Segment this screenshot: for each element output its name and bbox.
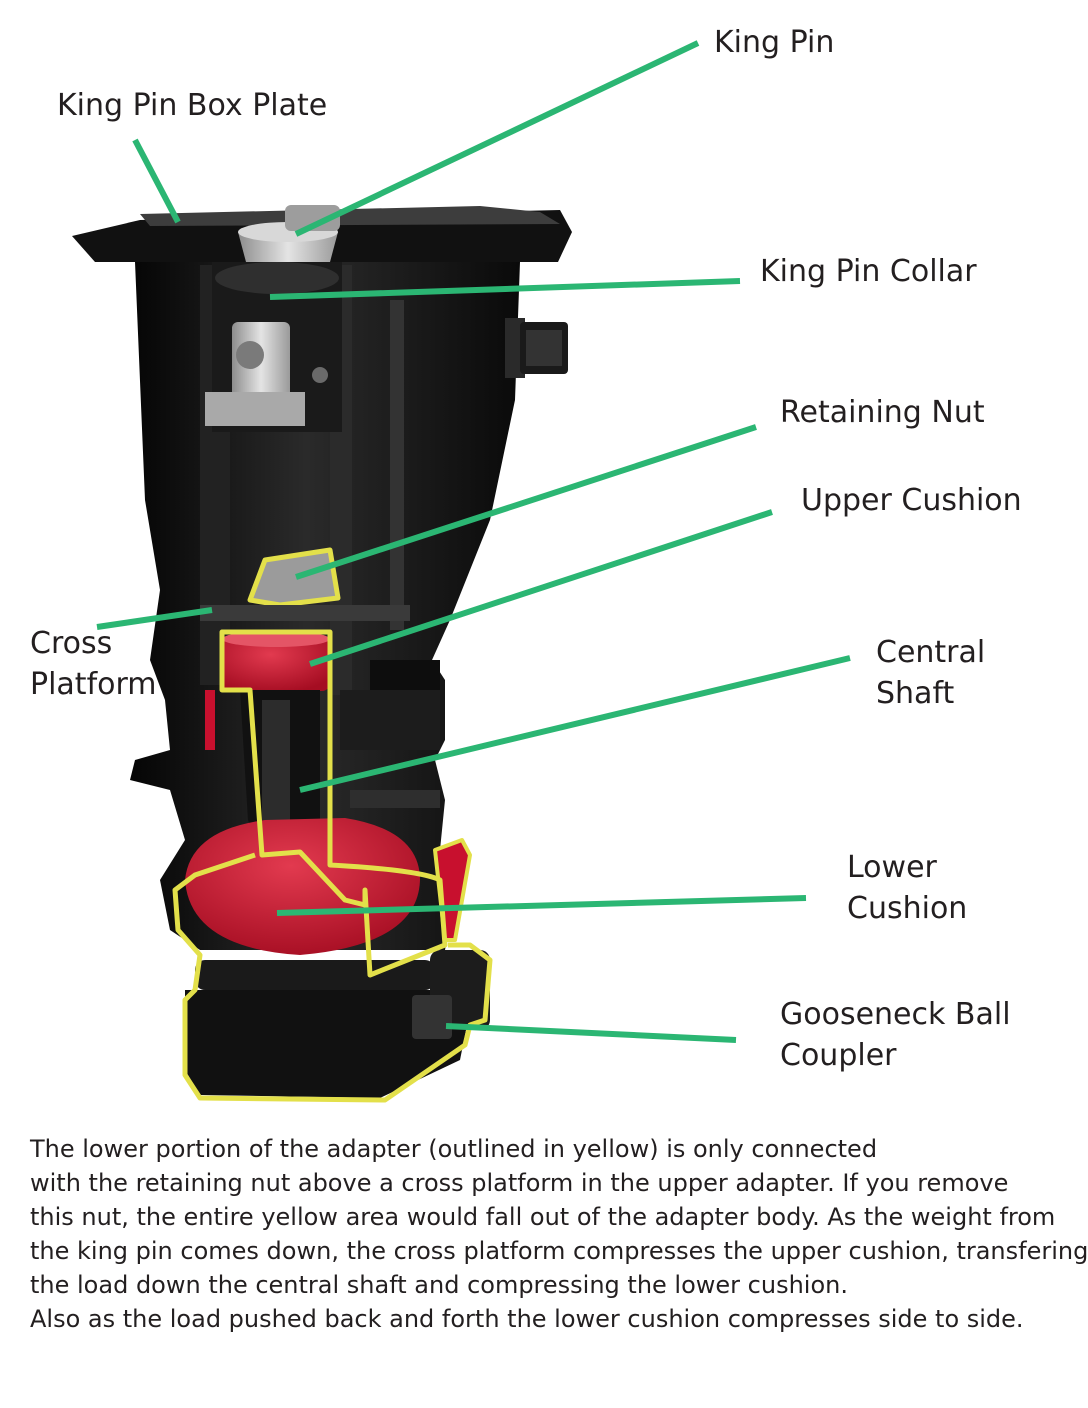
side-bolt [505,318,568,378]
caption-line-6: Also as the load pushed back and forth t… [30,1302,1080,1336]
label-king-pin-collar: King Pin Collar [760,251,977,292]
caption-line-5: the load down the central shaft and comp… [30,1268,1080,1302]
label-retaining-nut-text: Retaining Nut [780,392,985,433]
label-gooseneck-ball-coupler: Gooseneck Ball Coupler [780,994,1011,1076]
label-gooseneck-ball-coupler-line-2: Coupler [780,1035,1011,1076]
leader-line-king-pin [296,43,698,234]
label-king-pin-text: King Pin [714,22,834,63]
label-central-shaft-line-2: Shaft [876,673,985,714]
label-gooseneck-ball-coupler-line-1: Gooseneck Ball [780,994,1011,1035]
label-lower-cushion-line-2: Cushion [847,888,967,929]
label-upper-cushion: Upper Cushion [801,480,1022,521]
label-central-shaft-line-1: Central [876,632,985,673]
adapter-cutaway-diagram [0,0,1088,1120]
label-lower-cushion-line-1: Lower [847,847,967,888]
caption-line-2: with the retaining nut above a cross pla… [30,1166,1080,1200]
label-cross-platform-line-1: Cross [30,623,157,664]
caption-line-1: The lower portion of the adapter (outlin… [30,1132,1080,1166]
label-lower-cushion: Lower Cushion [847,847,967,929]
leader-line-gooseneck-ball-coupler [446,1026,736,1040]
label-king-pin-collar-text: King Pin Collar [760,251,977,292]
label-central-shaft: Central Shaft [876,632,985,714]
label-retaining-nut: Retaining Nut [780,392,985,433]
leader-line-king-pin-box-plate [135,140,178,222]
cross-platform [200,605,410,621]
label-cross-platform-line-2: Platform [30,664,157,705]
label-king-pin-box-plate: King Pin Box Plate [57,85,327,126]
label-king-pin: King Pin [714,22,834,63]
label-cross-platform: Cross Platform [30,623,157,705]
caption-line-3: this nut, the entire yellow area would f… [30,1200,1080,1234]
caption-paragraph: The lower portion of the adapter (outlin… [30,1132,1080,1336]
king-pin-collar [205,262,342,432]
label-upper-cushion-text: Upper Cushion [801,480,1022,521]
caption-line-4: the king pin comes down, the cross platf… [30,1234,1080,1268]
label-king-pin-box-plate-text: King Pin Box Plate [57,85,327,126]
